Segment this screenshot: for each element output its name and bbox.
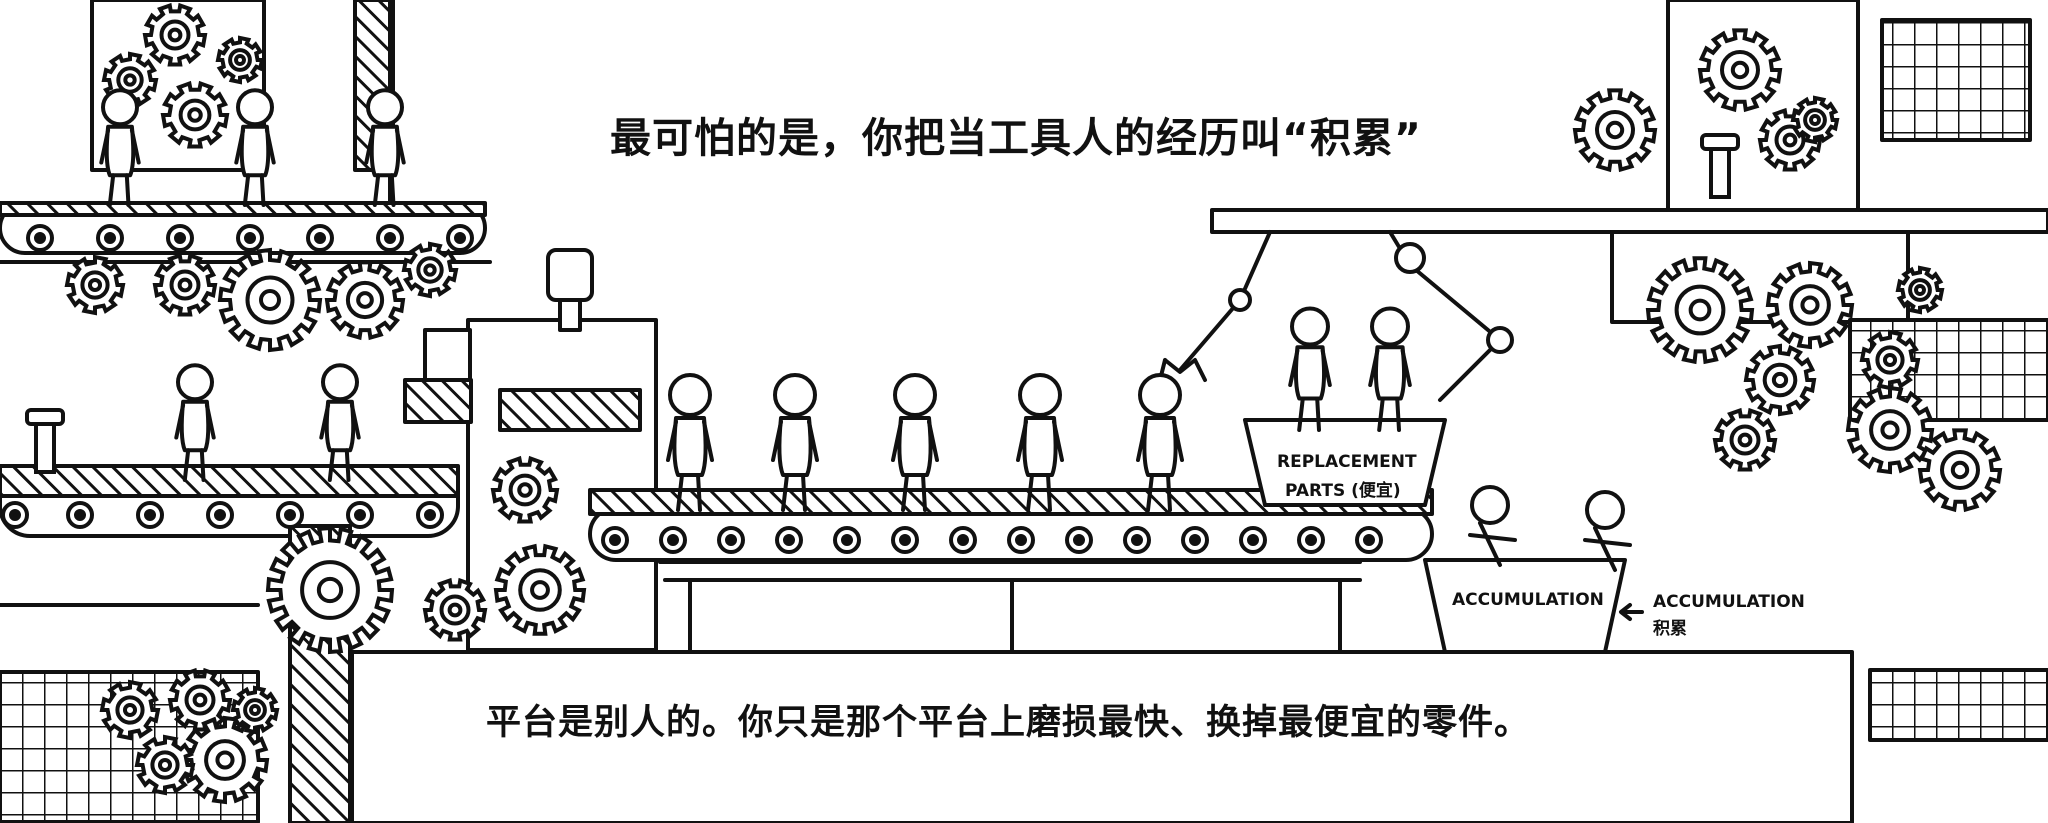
gear-icon	[64, 254, 126, 316]
roller-icon	[891, 526, 919, 554]
screw-icon	[1700, 133, 1740, 199]
stick-figure-icon	[1288, 306, 1332, 432]
roller-icon	[775, 526, 803, 554]
stick-figure-icon	[1368, 306, 1412, 432]
gear-icon	[152, 252, 218, 317]
conveyor-belt-icon	[0, 464, 460, 538]
gear-icon	[1859, 329, 1921, 391]
stick-figure-icon	[364, 88, 406, 207]
gear-icon	[490, 455, 560, 524]
caption-text: 平台是别人的。你只是那个平台上磨损最快、换掉最便宜的零件。	[486, 703, 1531, 743]
arrowhead-icon	[1619, 603, 1632, 621]
gear-icon	[1645, 256, 1755, 365]
gear-icon	[1765, 260, 1855, 350]
gear-icon	[215, 35, 265, 85]
robot-arm-icon	[1158, 230, 1272, 382]
gear-icon	[167, 667, 233, 732]
roller-icon	[346, 501, 374, 529]
accumulation-note-chinese: 积累	[1653, 619, 1687, 639]
gear-icon	[230, 685, 280, 735]
roller-icon	[1007, 526, 1035, 554]
gear-icon	[217, 247, 323, 353]
gear-icon	[324, 260, 406, 341]
headline: 最可怕的是，你把当工具人的经历叫“积累”	[610, 114, 1422, 162]
roller-icon	[1065, 526, 1093, 554]
gear-icon	[1790, 95, 1840, 145]
stick-figure-icon	[319, 363, 361, 482]
roller-icon	[717, 526, 745, 554]
roller-icon	[66, 501, 94, 529]
caption-panel	[350, 650, 1854, 823]
accumulation-bin	[1423, 558, 1627, 654]
gear-icon	[265, 525, 395, 655]
gear-icon	[493, 543, 587, 636]
roller-icon	[1181, 526, 1209, 554]
roller-icon	[26, 224, 54, 252]
gear-icon	[1743, 343, 1817, 417]
replacement-bin-sublabel: PARTS (便宜)	[1285, 481, 1401, 501]
grid-icon	[1868, 668, 2048, 742]
stick-figure-icon	[234, 88, 276, 207]
roller-icon	[1, 501, 29, 529]
stick-figure-icon	[1136, 373, 1184, 512]
roller-icon	[166, 224, 194, 252]
screw-icon	[25, 408, 65, 474]
roller-icon	[1123, 526, 1151, 554]
roller-icon	[236, 224, 264, 252]
roller-icon	[659, 526, 687, 554]
stick-figure-icon	[1016, 373, 1064, 512]
gear-icon	[1845, 385, 1935, 475]
gear-icon	[1895, 265, 1945, 315]
roller-icon	[416, 501, 444, 529]
replacement-bin-label: REPLACEMENT	[1277, 452, 1417, 472]
roller-icon	[1355, 526, 1383, 554]
stick-figure-icon	[99, 88, 141, 207]
accumulation-bin-label: ACCUMULATION	[1452, 590, 1604, 610]
robot-arm-icon	[1388, 230, 1514, 402]
roller-icon	[376, 224, 404, 252]
stick-figure-icon	[666, 373, 714, 512]
roller-icon	[136, 501, 164, 529]
roller-icon	[96, 224, 124, 252]
gantry	[1210, 0, 2048, 324]
gear-icon	[1697, 28, 1783, 113]
gear-icon	[422, 577, 488, 642]
roller-icon	[276, 501, 304, 529]
roller-icon	[949, 526, 977, 554]
gear-icon	[160, 80, 230, 149]
stick-figure-icon	[771, 373, 819, 512]
stick-figure-icon	[1583, 490, 1632, 572]
gear-icon	[401, 241, 459, 299]
stick-figure-icon	[891, 373, 939, 512]
stick-figure-icon	[174, 363, 216, 482]
roller-icon	[206, 501, 234, 529]
conveyor-belt-icon	[588, 488, 1434, 654]
gear-icon	[1917, 428, 2003, 513]
roller-icon	[833, 526, 861, 554]
gear-icon	[1712, 407, 1778, 472]
gear-icon	[142, 2, 208, 67]
gear-icon	[134, 734, 196, 796]
roller-icon	[446, 224, 474, 252]
accumulation-note: ACCUMULATION	[1653, 592, 1805, 612]
stick-figure-icon	[1468, 485, 1517, 567]
grid-icon	[1880, 18, 2032, 142]
roller-icon	[601, 526, 629, 554]
roller-icon	[1239, 526, 1267, 554]
roller-icon	[306, 224, 334, 252]
roller-icon	[1297, 526, 1325, 554]
gear-icon	[99, 679, 161, 741]
gear-icon	[1572, 88, 1658, 173]
